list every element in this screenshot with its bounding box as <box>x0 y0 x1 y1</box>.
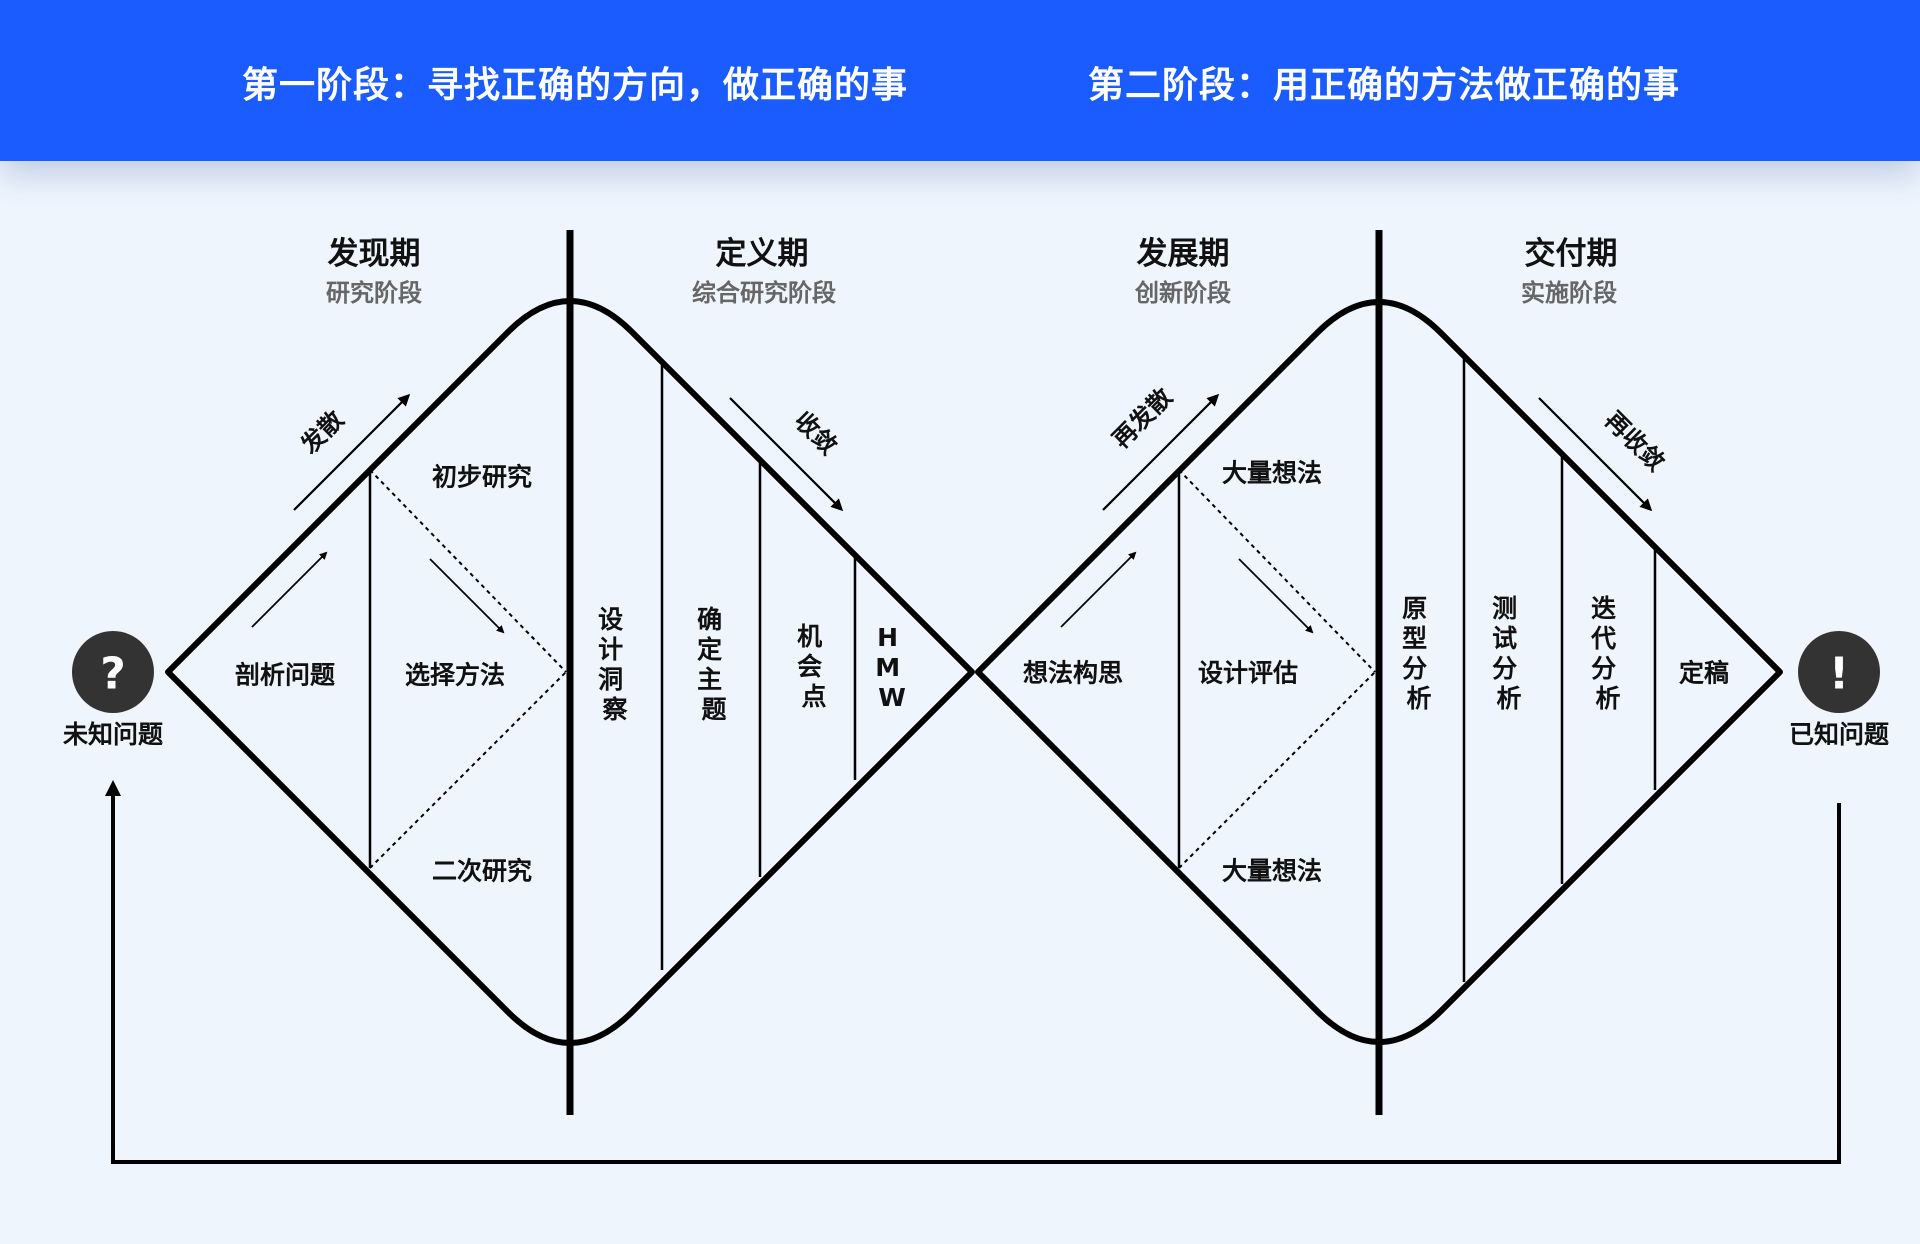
vertical-char: 析 <box>1496 684 1521 713</box>
vertical-char: 确 <box>697 605 722 634</box>
vertical-char: W <box>878 683 906 712</box>
column-title-define: 定义期 <box>716 236 809 272</box>
vertical-char: 测 <box>1492 594 1517 623</box>
vertical-char: 点 <box>801 682 826 711</box>
dotted-line <box>1178 671 1376 869</box>
question-mark-glyph: ? <box>100 649 126 700</box>
end-label: 已知问题 <box>1789 720 1889 749</box>
vertical-label: 机 会 点 <box>797 622 831 711</box>
rediverge-arrow-icon <box>1102 393 1220 511</box>
vertical-char: 试 <box>1492 624 1517 653</box>
converge-arrow-icon <box>729 397 844 512</box>
small-arrow-icon <box>429 558 505 634</box>
feedback-loop-arrow-icon <box>105 780 1841 1164</box>
vertical-char: 分 <box>1492 654 1517 683</box>
reconverge-arrow-icon <box>1538 397 1653 512</box>
vertical-char: 察 <box>602 695 628 724</box>
column-title-develop: 发展期 <box>1136 236 1230 272</box>
column-subtitle-discover: 研究阶段 <box>326 279 422 307</box>
vertical-label: 迭 代 分 析 <box>1590 594 1625 713</box>
vertical-char: 洞 <box>598 665 623 694</box>
column-subtitle-develop: 创新阶段 <box>1134 279 1231 307</box>
dotted-line <box>369 469 567 673</box>
vertical-char: 会 <box>797 652 822 681</box>
start-label: 未知问题 <box>63 720 163 749</box>
step-label-ideas-top: 大量想法 <box>1222 459 1322 488</box>
unknown-problem-icon <box>72 631 154 713</box>
step-label-method: 选择方法 <box>405 661 505 690</box>
vertical-char: M <box>875 653 900 682</box>
vertical-label: 原 型 分 析 <box>1402 594 1436 713</box>
reconverge-label: 再收敛 <box>1599 406 1670 477</box>
column-title-discover: 发现期 <box>327 236 421 272</box>
column-subtitle-deliver: 实施阶段 <box>1521 279 1617 307</box>
vertical-char: 分 <box>1591 654 1616 683</box>
vertical-char: 迭 <box>1591 594 1616 623</box>
dotted-line <box>369 671 567 869</box>
step-label-ideation: 想法构思 <box>1023 659 1123 688</box>
vertical-label: 确 定 主 题 <box>697 605 731 724</box>
vertical-char: 计 <box>598 635 623 664</box>
small-arrow-icon <box>1238 558 1314 634</box>
small-arrow-icon <box>1060 551 1137 628</box>
dotted-line <box>1178 469 1376 673</box>
vertical-char: 原 <box>1402 594 1427 623</box>
phase-1-title: 第一阶段：寻找正确的方向，做正确的事 <box>242 65 909 106</box>
vertical-char: 题 <box>701 695 726 724</box>
vertical-char: 析 <box>1595 684 1620 713</box>
column-subtitle-define: 综合研究阶段 <box>692 279 836 307</box>
rediverge-label: 再发散 <box>1107 383 1178 454</box>
column-title-deliver: 交付期 <box>1525 236 1618 272</box>
vertical-char: H <box>877 623 898 652</box>
vertical-char: 分 <box>1402 654 1427 683</box>
converge-label: 收敛 <box>789 406 843 460</box>
diverge-arrow-icon <box>293 393 411 511</box>
vertical-char: 析 <box>1406 684 1431 713</box>
vertical-char: 定 <box>697 635 722 664</box>
exclamation-glyph: ! <box>1829 649 1849 700</box>
diamond-2-outline <box>975 299 1783 1045</box>
vertical-char: 机 <box>797 622 822 651</box>
step-label-ideas-bottom: 大量想法 <box>1222 857 1322 886</box>
vertical-label: 测 试 分 析 <box>1492 594 1526 713</box>
vertical-label: H M W <box>875 623 909 712</box>
step-label-initial-research: 初步研究 <box>432 463 532 492</box>
step-label-second-research: 二次研究 <box>432 857 532 886</box>
finalize-label: 定稿 <box>1679 659 1729 688</box>
header-banner: 第一阶段：寻找正确的方向，做正确的事 第二阶段：用正确的方法做正确的事 <box>0 0 1920 161</box>
vertical-char: 主 <box>697 665 722 694</box>
vertical-char: 型 <box>1402 624 1427 653</box>
step-label-evaluation: 设计评估 <box>1198 659 1298 688</box>
vertical-label: 设 计 洞 察 <box>598 605 632 724</box>
vertical-char: 代 <box>1590 624 1616 653</box>
small-arrow-icon <box>251 551 328 628</box>
step-label-analyze: 剖析问题 <box>235 661 335 690</box>
phase-2-title: 第二阶段：用正确的方法做正确的事 <box>1088 65 1681 106</box>
vertical-char: 设 <box>598 605 623 634</box>
diverge-label: 发散 <box>295 405 349 459</box>
diamond-1-outline <box>165 298 975 1046</box>
known-problem-icon <box>1798 631 1880 713</box>
